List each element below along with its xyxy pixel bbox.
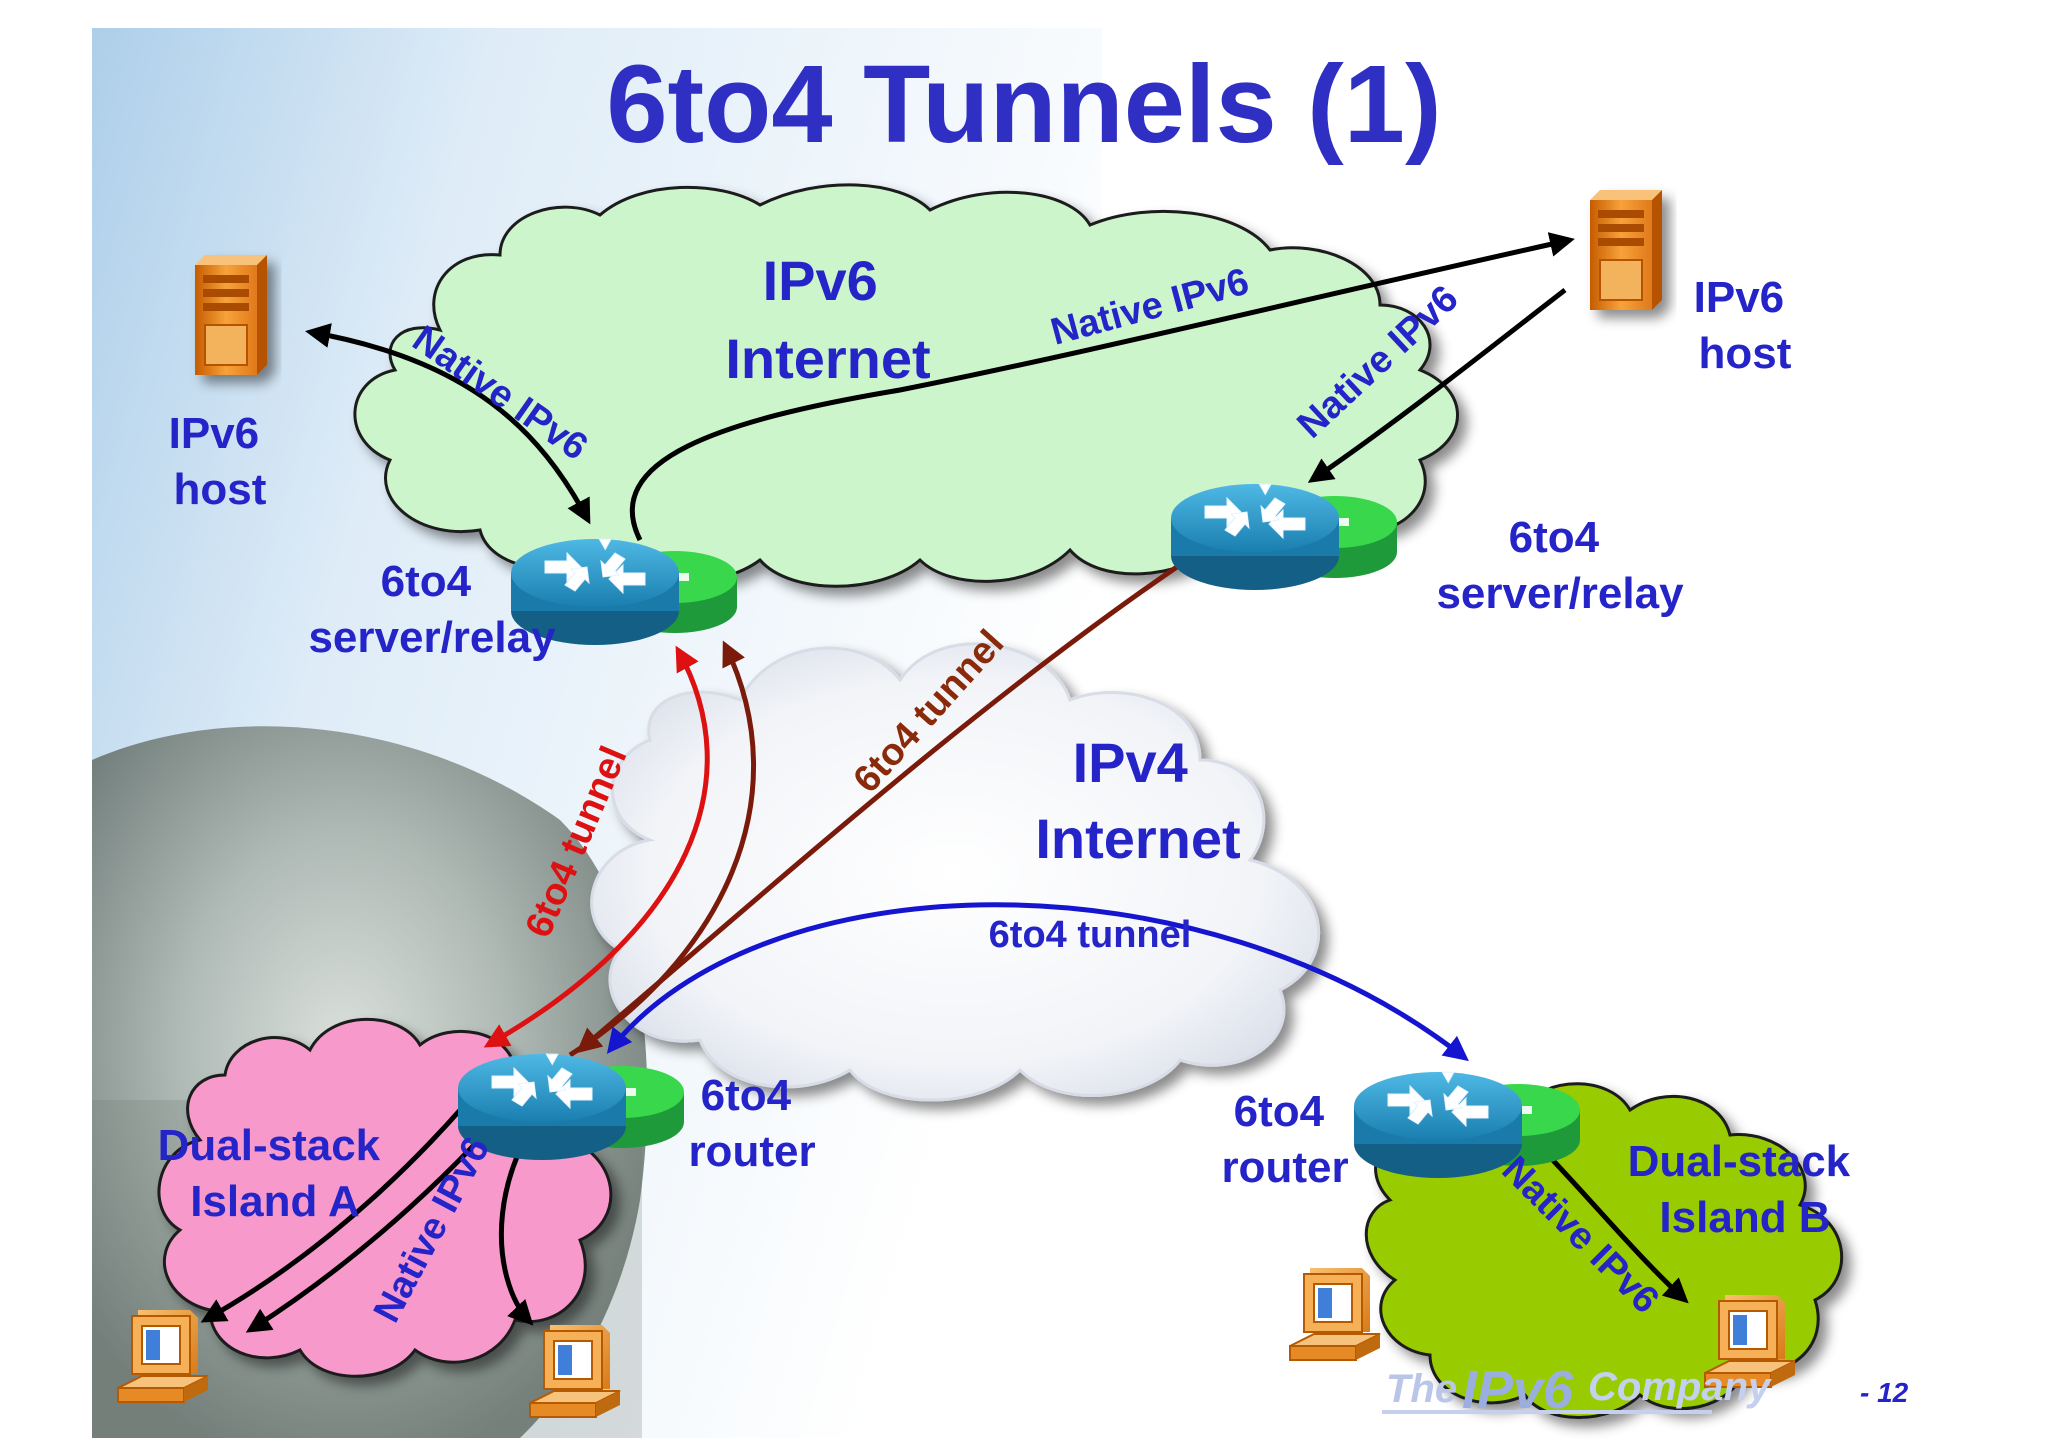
relay-left-label: 6to4 server/relay (308, 557, 556, 662)
ipv4-internet-cloud (590, 642, 1321, 1102)
ipv6-internet-cloud (353, 183, 1459, 588)
ipv6-host-left-label: IPv6 host (169, 409, 272, 514)
ipv6-host-right-icon (1589, 189, 1663, 311)
svg-text:The: The (1386, 1367, 1457, 1411)
ipv6-internet-label: IPv6 Internet (725, 249, 930, 390)
link-native-ipv6-host-left (305, 323, 591, 525)
island-b-label: Dual-stack Island B (1628, 1137, 1863, 1242)
router-b-label: 6to4 router (1221, 1087, 1348, 1192)
ipv6-host-right-label: IPv6 host (1694, 273, 1797, 378)
ipv6-host-left-icon (194, 254, 268, 376)
page-title: 6to4 Tunnels (1) (606, 43, 1441, 166)
link-tunnel-blue (606, 902, 1469, 1062)
link-native-ipv6-long (629, 232, 1575, 542)
company-logo: The IPv6 Company (1382, 1360, 1772, 1420)
pc-icon-island-a-1 (117, 1309, 209, 1403)
ipv4-internet-label: IPv4 Internet (1035, 731, 1240, 870)
router-a-label: 6to4 router (688, 1071, 815, 1176)
link-native-ipv6-host-right (1307, 288, 1567, 483)
pc-icon-island-a-2 (529, 1324, 621, 1418)
link-tunnel-red (483, 645, 710, 1048)
island-a-label: Dual-stack Island A (158, 1121, 393, 1226)
link-tunnel-brown-right (576, 555, 1192, 1054)
relay-right-label: 6to4 server/relay (1436, 513, 1684, 618)
svg-text:Company: Company (1588, 1365, 1772, 1409)
pc-icon-island-b-1 (1289, 1267, 1381, 1361)
tunnel-label-blue: 6to4 tunnel (989, 914, 1192, 956)
page-number: - 12 (1860, 1377, 1909, 1408)
